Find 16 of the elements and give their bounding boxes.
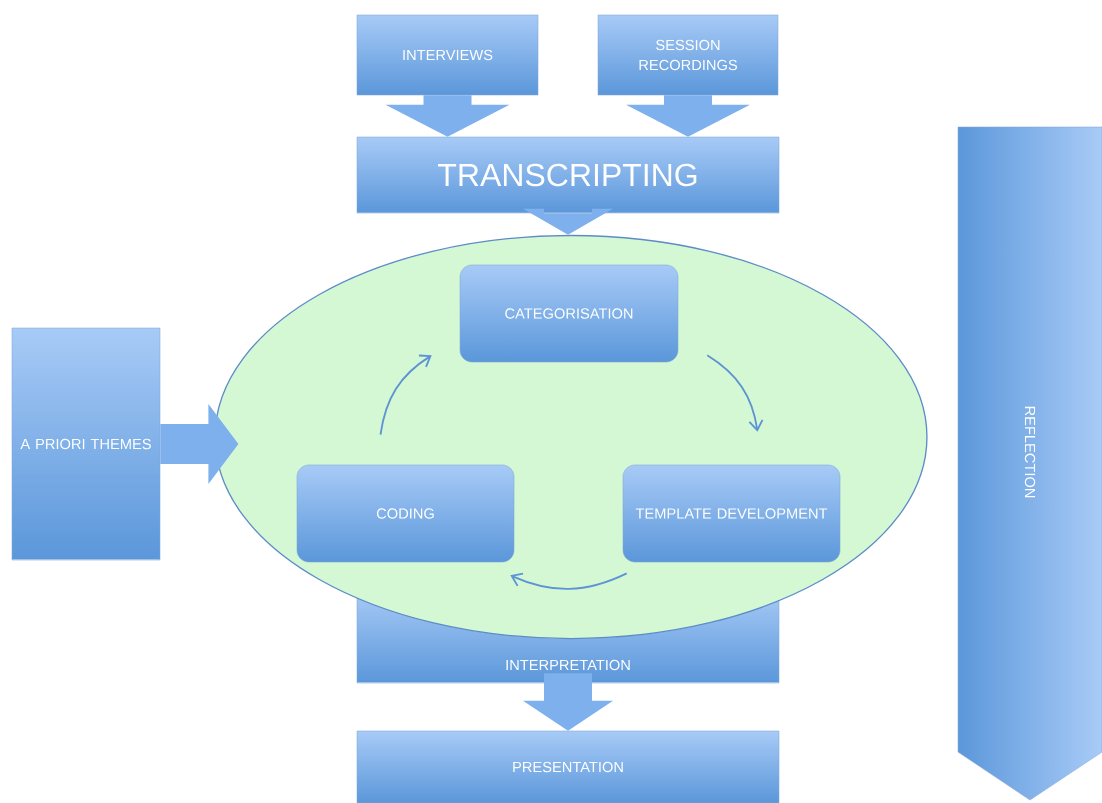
input-box: A PRIORI THEMES	[11, 327, 161, 561]
block-arrow	[523, 673, 613, 731]
curved-arrow	[510, 572, 628, 590]
block-arrow	[385, 95, 510, 137]
input-box: SESSION RECORDINGS	[597, 14, 779, 96]
curved-arrow	[379, 354, 432, 436]
rounded-box: TEMPLATE DEVELOPMENT	[622, 464, 841, 563]
curved-arrow	[706, 354, 764, 432]
process-box: TRANSCRIPTING	[356, 136, 780, 214]
block-arrow	[160, 404, 239, 484]
block-arrow	[523, 208, 613, 235]
block-arrow	[626, 95, 750, 137]
rounded-box: CATEGORISATION	[459, 264, 679, 363]
rounded-box: CODING	[296, 464, 515, 563]
process-box: PRESENTATION	[356, 730, 780, 803]
input-box: INTERVIEWS	[356, 14, 539, 96]
